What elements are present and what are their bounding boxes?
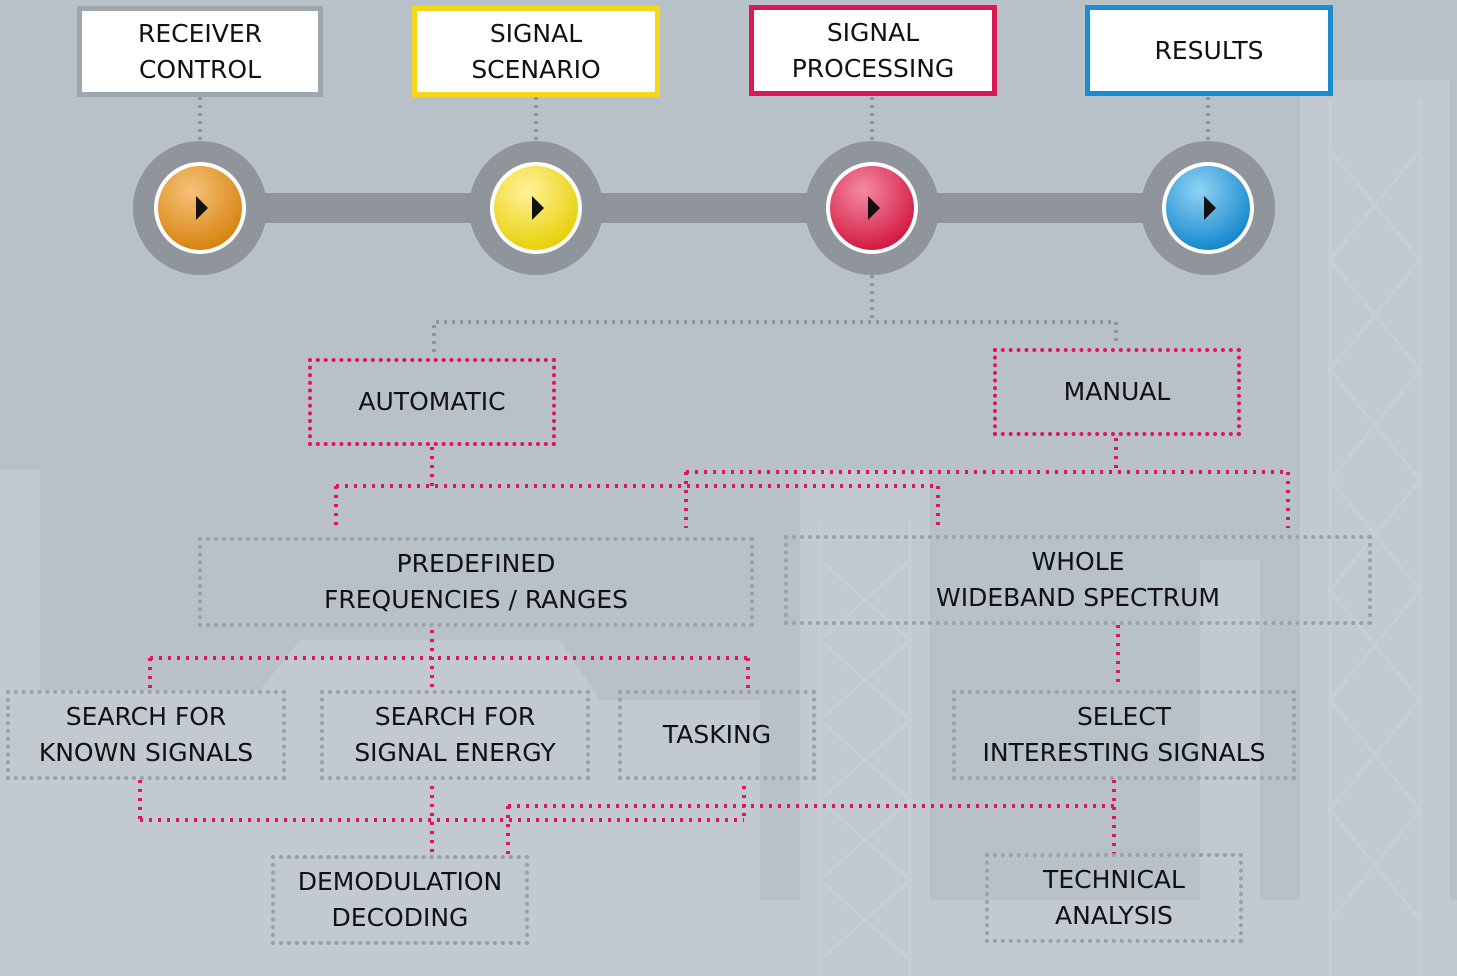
stage-signal-scenario[interactable]: SIGNAL SCENARIO [412, 6, 660, 97]
stage-button-signal-processing [805, 141, 939, 275]
stage-button-signal-scenario [469, 141, 603, 275]
play-icon [196, 196, 208, 220]
play-icon [868, 196, 880, 220]
source-predefined-frequencies: PREDEFINED FREQUENCIES / RANGES [198, 537, 754, 627]
play-icon [532, 196, 544, 220]
output-demodulation-decoding: DEMODULATION DECODING [271, 855, 529, 945]
mode-automatic: AUTOMATIC [308, 358, 556, 446]
stage-label: SIGNAL PROCESSING [791, 17, 955, 83]
stage-signal-processing[interactable]: SIGNAL PROCESSING [749, 5, 997, 96]
stage-label: RECEIVER CONTROL [137, 18, 263, 84]
timeline-bar [200, 193, 1210, 223]
stage-button-results [1141, 141, 1275, 275]
method-search-signal-energy: SEARCH FOR SIGNAL ENERGY [320, 690, 590, 780]
mode-manual: MANUAL [993, 348, 1241, 436]
stage-results[interactable]: RESULTS [1085, 5, 1333, 96]
stage-button-receiver-control [133, 141, 267, 275]
stage-label: SIGNAL SCENARIO [471, 18, 601, 84]
stage-label: RESULTS [1154, 35, 1264, 65]
method-select-interesting-signals: SELECT INTERESTING SIGNALS [952, 690, 1296, 780]
method-tasking: TASKING [618, 690, 816, 780]
stage-connectors [198, 97, 1210, 352]
source-whole-wideband-spectrum: WHOLE WIDEBAND SPECTRUM [784, 535, 1372, 625]
play-icon [1204, 196, 1216, 220]
method-search-known-signals: SEARCH FOR KNOWN SIGNALS [6, 690, 286, 780]
output-technical-analysis: TECHNICAL ANALYSIS [985, 853, 1243, 943]
stage-receiver-control[interactable]: RECEIVER CONTROL [77, 6, 323, 97]
flow-connectors [138, 438, 1290, 856]
